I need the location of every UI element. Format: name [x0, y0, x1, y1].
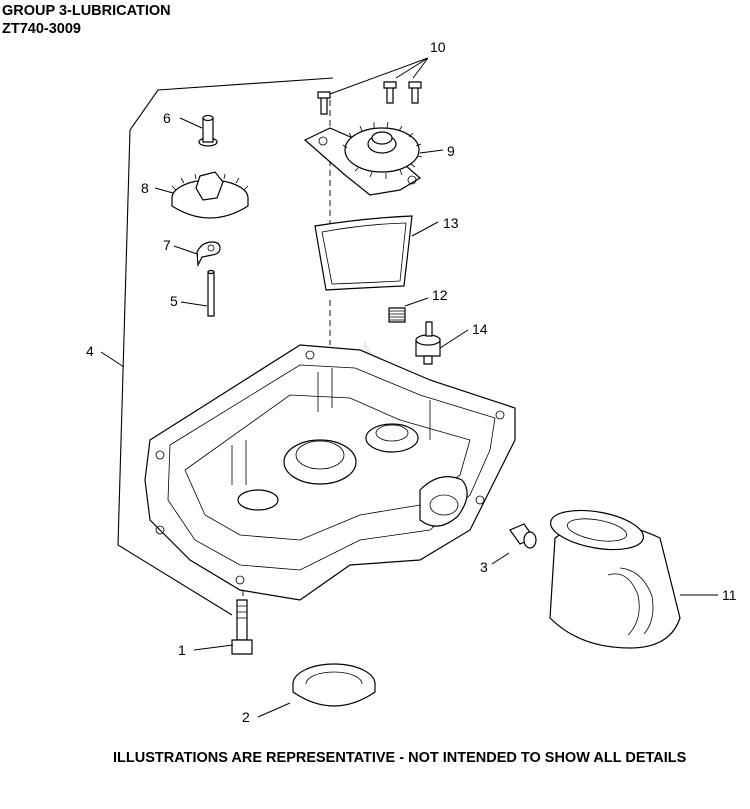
part-14-sensor [415, 321, 441, 365]
callout-11: 11 [722, 587, 737, 603]
callout-1: 1 [178, 642, 186, 658]
callout-9: 9 [447, 143, 455, 159]
callout-2: 2 [242, 709, 250, 725]
leader-lines [100, 57, 718, 718]
callout-8: 8 [141, 180, 149, 196]
callout-4: 4 [86, 343, 94, 359]
part-11-oil-filter [549, 509, 681, 649]
callout-3: 3 [480, 559, 488, 575]
part-1-bolt [231, 599, 253, 655]
callout-12: 12 [432, 287, 448, 303]
assembly-outline [117, 77, 334, 616]
part-4-oil-pan [144, 344, 516, 601]
callout-7: 7 [163, 237, 171, 253]
callout-13: 13 [443, 215, 459, 231]
part-2-seal [292, 663, 376, 707]
callouts: 1 2 3 4 5 6 7 8 9 10 11 12 13 14 [86, 39, 737, 725]
part-7-clip [196, 241, 221, 268]
disclaimer-text: ILLUSTRATIONS ARE REPRESENTATIVE - NOT I… [113, 750, 687, 766]
callout-5: 5 [170, 293, 178, 309]
part-9-oil-pump [303, 121, 423, 196]
callout-10: 10 [430, 39, 446, 55]
model-code: ZT740-3009 [2, 21, 81, 37]
callout-6: 6 [163, 110, 171, 126]
group-title: GROUP 3-LUBRICATION [2, 3, 171, 19]
part-8-gear [171, 171, 249, 219]
part-5-shaft [207, 269, 215, 317]
part-3-fitting [509, 523, 537, 549]
callout-14: 14 [472, 321, 488, 337]
part-6-pin [198, 114, 218, 147]
part-13-screen [314, 215, 413, 291]
part-10-screws [317, 81, 422, 115]
part-12-spring [388, 307, 406, 323]
